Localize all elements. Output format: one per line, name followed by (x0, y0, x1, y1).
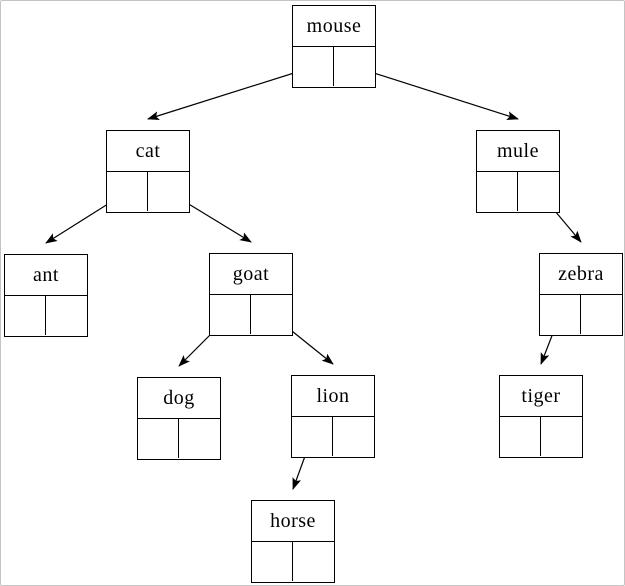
node-left-pointer-cell (252, 542, 293, 581)
node-pointer-cells (252, 542, 334, 581)
pointer-arrow-mouse-left-to-cat (147, 66, 314, 120)
node-label: horse (252, 501, 334, 542)
node-left-pointer-cell (293, 47, 334, 86)
node-right-pointer-cell (251, 295, 292, 334)
node-label: dog (138, 378, 220, 419)
pointer-arrow-mouse-right-to-mule (354, 66, 519, 120)
tree-node-ant: ant (4, 254, 88, 337)
node-label: mouse (293, 6, 375, 47)
node-pointer-cells (292, 417, 374, 456)
tree-node-zebra: zebra (539, 253, 623, 336)
node-right-pointer-cell (518, 172, 559, 211)
node-label: tiger (500, 376, 582, 417)
node-pointer-cells (5, 296, 87, 335)
node-label: goat (210, 254, 292, 295)
node-pointer-cells (540, 295, 622, 334)
node-pointer-cells (138, 419, 220, 458)
node-right-pointer-cell (541, 417, 582, 456)
node-right-pointer-cell (334, 47, 375, 86)
node-right-pointer-cell (581, 295, 622, 334)
node-label: lion (292, 376, 374, 417)
node-pointer-cells (210, 295, 292, 334)
node-right-pointer-cell (293, 542, 334, 581)
node-label: mule (477, 131, 559, 172)
node-left-pointer-cell (138, 419, 179, 458)
node-left-pointer-cell (210, 295, 251, 334)
tree-node-horse: horse (251, 500, 335, 583)
node-left-pointer-cell (107, 172, 148, 211)
node-left-pointer-cell (5, 296, 46, 335)
node-right-pointer-cell (179, 419, 220, 458)
node-right-pointer-cell (148, 172, 189, 211)
node-right-pointer-cell (333, 417, 374, 456)
tree-node-goat: goat (209, 253, 293, 336)
tree-node-dog: dog (137, 377, 221, 460)
tree-node-lion: lion (291, 375, 375, 458)
node-label: ant (5, 255, 87, 296)
tree-node-cat: cat (106, 130, 190, 213)
node-pointer-cells (293, 47, 375, 86)
node-left-pointer-cell (292, 417, 333, 456)
node-label: cat (107, 131, 189, 172)
tree-node-mouse: mouse (292, 5, 376, 88)
node-pointer-cells (107, 172, 189, 211)
node-right-pointer-cell (46, 296, 87, 335)
node-left-pointer-cell (500, 417, 541, 456)
node-pointer-cells (500, 417, 582, 456)
node-pointer-cells (477, 172, 559, 211)
node-left-pointer-cell (477, 172, 518, 211)
tree-node-tiger: tiger (499, 375, 583, 458)
tree-node-mule: mule (476, 130, 560, 213)
node-label: zebra (540, 254, 622, 295)
node-left-pointer-cell (540, 295, 581, 334)
